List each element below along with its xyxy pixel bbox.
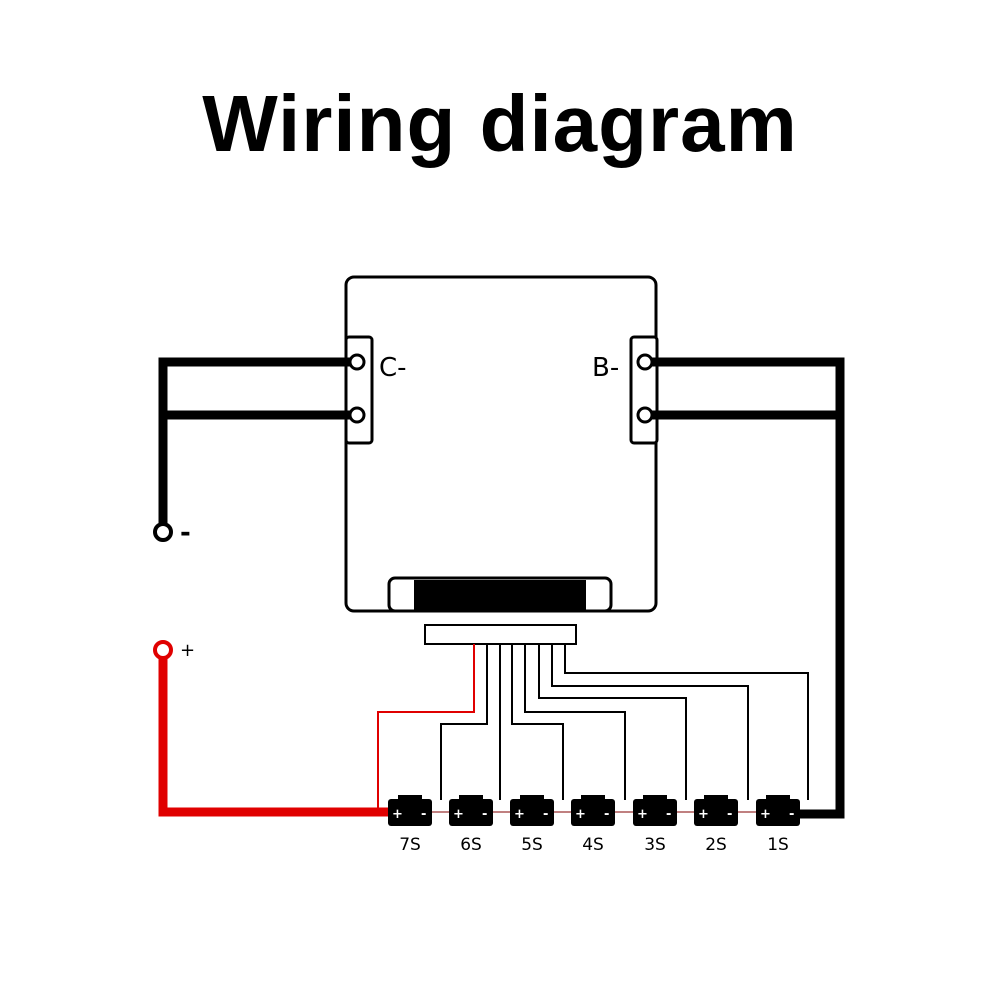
cell-label: 4S [582, 835, 604, 855]
cell-body [510, 799, 554, 826]
negative-output-terminal [153, 522, 173, 542]
b-minus-terminal-block [629, 335, 659, 445]
cell-label: 2S [705, 835, 727, 855]
c-minus-screw-top [348, 353, 366, 371]
cell-label: 1S [767, 835, 789, 855]
battery-cell-1s: + -1S [756, 795, 800, 855]
c-minus-terminal-block [344, 335, 374, 445]
cell-body [388, 799, 432, 826]
positive-output-label: + [180, 640, 195, 661]
balance-plug [424, 624, 577, 645]
battery-cell-5s: + -5S [510, 795, 554, 855]
b-minus-wires [645, 357, 845, 819]
cell-cap [459, 795, 483, 800]
cell-body [633, 799, 677, 826]
battery-cell-7s: + -7S [388, 795, 432, 855]
cell-cap [643, 795, 667, 800]
cell-minus-sign: - [666, 807, 671, 822]
b-minus-screw-bottom [636, 406, 654, 424]
cell-plus-sign: + [575, 807, 586, 822]
c-minus-screw-bottom [348, 406, 366, 424]
cell-cap [398, 795, 422, 800]
cell-cap [766, 795, 790, 800]
cells: +-7S+-6S+-5S+-4S+-3S+-2S+-1S [388, 795, 800, 855]
cell-minus-sign: - [482, 807, 487, 822]
balance-leads [440, 644, 809, 800]
cell-body [694, 799, 738, 826]
battery-cell-4s: + -4S [571, 795, 615, 855]
cell-minus-sign: - [789, 807, 794, 822]
cell-plus-sign: + [453, 807, 464, 822]
cell-body [571, 799, 615, 826]
cell-minus-sign: - [543, 807, 548, 822]
battery-cell-3s: + -3S [633, 795, 677, 855]
cell-plus-sign: + [760, 807, 771, 822]
positive-output-wire [158, 656, 390, 817]
c-minus-label: C- [379, 353, 407, 383]
cell-body [756, 799, 800, 826]
b-minus-screw-top [636, 353, 654, 371]
positive-output-terminal [153, 640, 173, 660]
cell-plus-sign: + [392, 807, 403, 822]
cell-plus-sign: + [698, 807, 709, 822]
cell-minus-sign: - [604, 807, 609, 822]
page-title: Wiring diagram [202, 79, 798, 168]
cell-plus-sign: + [514, 807, 525, 822]
cell-minus-sign: - [421, 807, 426, 822]
negative-output-label: - [180, 518, 191, 548]
cell-minus-sign: - [727, 807, 732, 822]
cell-plus-sign: + [637, 807, 648, 822]
bms-board [344, 275, 658, 613]
cell-cap [704, 795, 728, 800]
board-connector-socket [414, 580, 586, 611]
b-minus-label: B- [592, 353, 619, 383]
c-minus-wires [158, 357, 357, 530]
cell-label: 5S [521, 835, 543, 855]
battery-cell-2s: + -2S [694, 795, 738, 855]
cell-label: 6S [460, 835, 482, 855]
cell-cap [581, 795, 605, 800]
cell-label: 7S [399, 835, 421, 855]
balance-lead-red [377, 644, 475, 812]
cell-cap [520, 795, 544, 800]
battery-cell-6s: + -6S [449, 795, 493, 855]
cell-label: 3S [644, 835, 666, 855]
cell-body [449, 799, 493, 826]
